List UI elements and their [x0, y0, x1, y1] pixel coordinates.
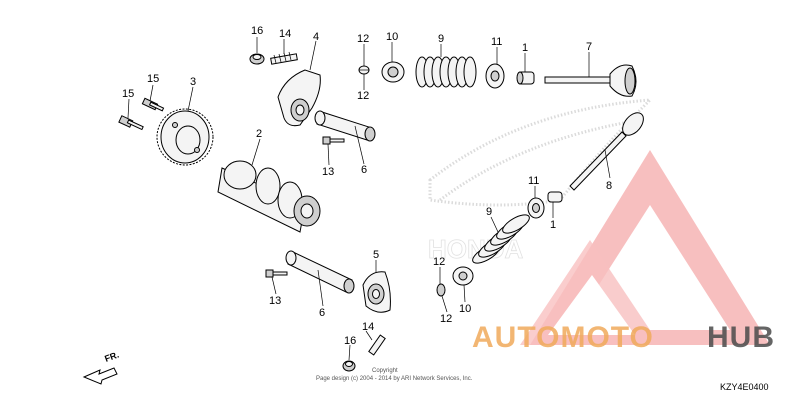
automotohub-brand: AUTOMOTO HUB [472, 321, 775, 354]
nut-16-upper [249, 53, 265, 65]
brand-text-left: AUTOMOTO [472, 321, 654, 354]
copyright-text: Page design (c) 2004 - 2014 by ARI Netwo… [316, 376, 473, 382]
callout-10: 10 [459, 303, 471, 315]
callout-16: 16 [344, 335, 356, 347]
rocker-arm-4 [277, 69, 321, 127]
diagram-code: KZY4E0400 [720, 382, 769, 392]
callout-7: 7 [586, 41, 592, 53]
valve-retainer-11-upper [485, 63, 505, 89]
valve-spring-9-upper [415, 56, 477, 88]
bolt-15-upper [141, 97, 165, 112]
callout-14: 14 [279, 28, 291, 40]
callout-10: 10 [386, 31, 398, 43]
callout-12: 12 [357, 90, 369, 102]
cam-sprocket [156, 108, 214, 166]
cotter-12-upper [358, 65, 370, 75]
rocker-shaft-6-upper [314, 110, 376, 142]
copyright-title: Copyright [372, 368, 398, 374]
valve-stem-seal-1-upper [516, 71, 535, 85]
callout-14: 14 [362, 321, 374, 333]
valve-stem-seal-1-lower [547, 191, 563, 203]
leader-lines [127, 37, 611, 361]
callout-9: 9 [486, 206, 492, 218]
camshaft [217, 160, 321, 233]
callout-11: 11 [491, 36, 502, 48]
callout-6: 6 [361, 164, 367, 176]
valve-8 [569, 112, 644, 191]
front-direction-indicator: FR. [82, 350, 120, 385]
callout-2: 2 [256, 128, 262, 140]
rocker-shaft-6-lower [285, 250, 355, 294]
direction-label: FR. [103, 350, 120, 364]
bolt-13-upper [322, 136, 345, 145]
callout-1: 1 [550, 219, 556, 231]
callout-6: 6 [319, 307, 325, 319]
callout-13: 13 [269, 295, 281, 307]
adjusting-screw-14-upper [270, 51, 298, 65]
nut-16-lower [342, 360, 356, 372]
callout-16: 16 [251, 25, 263, 37]
callout-12: 12 [440, 313, 452, 325]
rocker-arm-5 [362, 271, 391, 313]
callout-12: 12 [357, 33, 369, 45]
automotohub-logo-triangles [520, 150, 770, 345]
direction-arrow-icon [82, 367, 118, 385]
callout-9: 9 [438, 33, 444, 45]
callout-15: 15 [147, 73, 159, 85]
brand-text-right: HUB [707, 321, 775, 354]
callout-15: 15 [122, 88, 134, 100]
callout-1: 1 [522, 42, 528, 54]
callout-labels: 16 14 4 12 12 10 9 11 1 7 15 15 3 2 13 6… [122, 25, 612, 347]
callout-11: 11 [528, 175, 539, 187]
bolt-13-lower [265, 269, 288, 278]
callout-5: 5 [373, 249, 379, 261]
cotter-12-lower [436, 283, 446, 297]
adjusting-screw-14-lower [368, 334, 386, 356]
callout-8: 8 [606, 180, 612, 192]
valve-spring-9-lower [472, 214, 530, 264]
callout-4: 4 [313, 31, 319, 43]
callout-12: 12 [433, 256, 445, 268]
valve-spring-seat-10-upper [381, 61, 405, 83]
callout-13: 13 [322, 166, 334, 178]
bolt-15-lower [118, 115, 144, 131]
valve-7 [544, 64, 637, 97]
valve-retainer-11-lower [527, 197, 545, 219]
callout-3: 3 [190, 76, 196, 88]
valve-spring-seat-10-lower [452, 266, 474, 286]
